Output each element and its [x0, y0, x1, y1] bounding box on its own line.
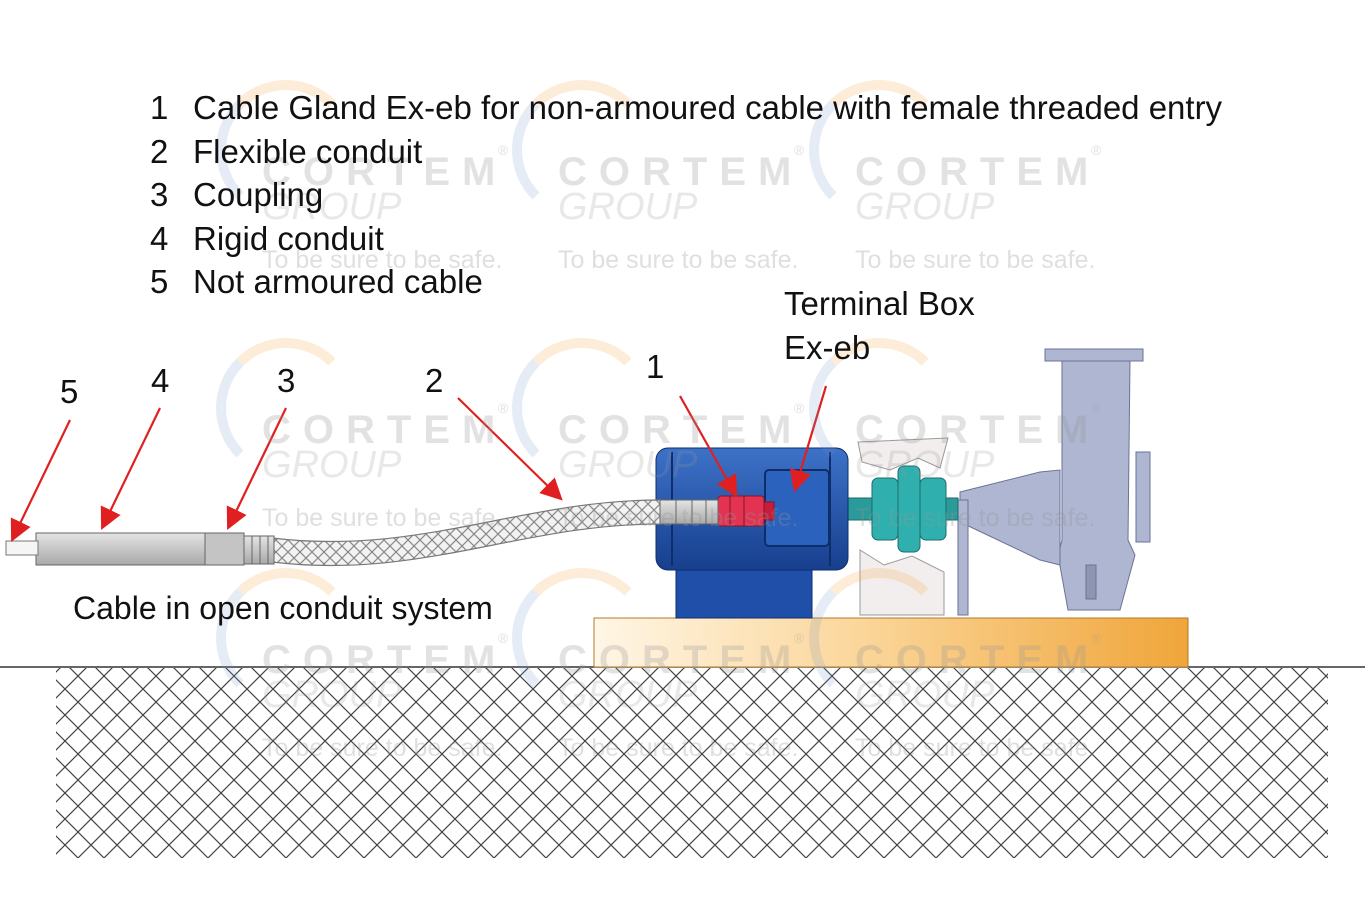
callout-4: 4 [151, 362, 170, 399]
caption: Cable in open conduit system [73, 590, 493, 626]
legend-number: 5 [150, 263, 169, 300]
legend-item: 2 Flexible conduit [150, 130, 1273, 174]
legend: 1 Cable Gland Ex-eb for non-armoured cabl… [150, 86, 1273, 304]
legend-number: 4 [150, 219, 169, 257]
legend-item: 3 Coupling [150, 173, 1273, 217]
legend-text: Cable Gland Ex-eb for non-armoured cable… [193, 89, 1223, 126]
flexible-conduit [271, 499, 661, 567]
legend-text: Flexible conduit [193, 132, 423, 170]
terminal-box-label: Terminal Box Ex-eb [784, 282, 975, 370]
arrow-4 [100, 407, 161, 530]
arrow-1 [679, 395, 738, 498]
callout-1: 1 [646, 348, 665, 385]
legend-text: Coupling [193, 176, 324, 213]
callout-3: 3 [277, 362, 296, 399]
coupling [243, 535, 275, 565]
callout-5: 5 [60, 373, 79, 410]
legend-item: 5 Not armoured cable [150, 260, 1273, 304]
cable [5, 540, 39, 556]
terminal-box-rating: Ex-eb [784, 329, 871, 366]
conduit-fitting [659, 499, 719, 525]
legend-number: 1 [150, 89, 169, 126]
legend-item: 4 Rigid conduit [150, 217, 1273, 261]
legend-item: 1 Cable Gland Ex-eb for non-armoured cabl… [150, 86, 1273, 130]
arrow-5 [10, 419, 71, 542]
pump [957, 348, 1151, 616]
legend-number: 3 [150, 176, 169, 213]
legend-number: 2 [150, 132, 169, 170]
terminal-box-title: Terminal Box [784, 285, 975, 322]
arrow-2 [457, 397, 563, 501]
legend-text: Not armoured cable [193, 263, 483, 300]
legend-text: Rigid conduit [193, 219, 384, 257]
callout-2: 2 [425, 362, 444, 399]
shaft-coupling [847, 465, 959, 553]
